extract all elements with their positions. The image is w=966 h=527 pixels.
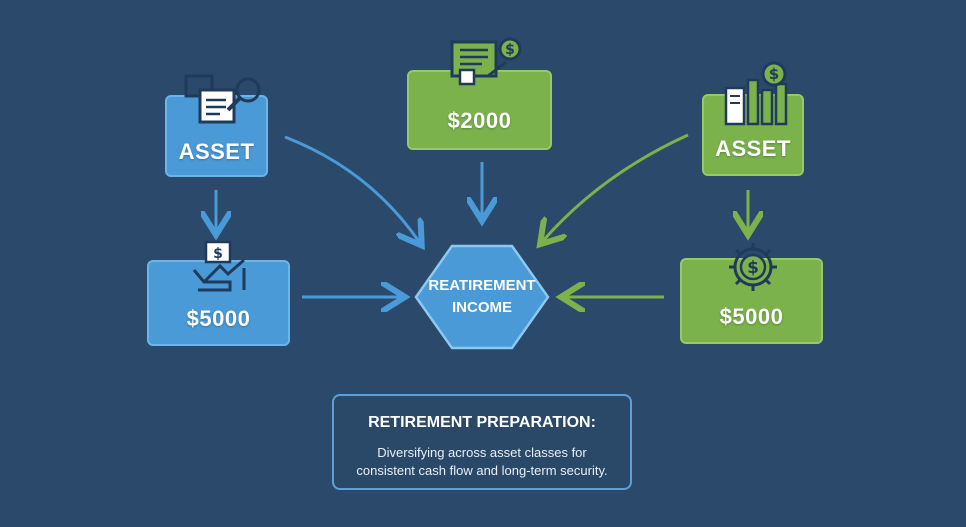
svg-text:$: $ (505, 42, 515, 58)
center-line1: REATIREMENT (428, 277, 536, 294)
arrow-asset-left-to-center (284, 135, 420, 243)
amount-left-label: $5000 (186, 306, 251, 331)
note-line1: Diversifying across asset classes for (377, 445, 587, 460)
note-line2: consistent cash flow and long-term secur… (356, 463, 608, 478)
top-amount-box[interactable]: $2000 (407, 70, 552, 150)
center-hexagon (414, 244, 550, 350)
bar-chart-dollar-icon: $ (724, 61, 788, 126)
center-node[interactable]: REATIREMENT INCOME (415, 246, 549, 348)
asset-left-label: ASSET (178, 139, 255, 164)
svg-text:$: $ (747, 258, 759, 278)
arrow-asset-right-to-center (542, 133, 689, 242)
document-wrench-icon (184, 74, 261, 124)
gear-dollar-icon: $ (729, 243, 777, 291)
checklist-dollar-icon: $ (450, 37, 522, 86)
note-description: Diversifying across asset classes for co… (334, 444, 630, 480)
amount-right-label: $5000 (719, 304, 784, 329)
svg-text:$: $ (213, 246, 223, 262)
top-amount-label: $2000 (447, 108, 512, 133)
asset-right-label: ASSET (715, 136, 791, 161)
svg-text:$: $ (769, 65, 779, 83)
center-line2: INCOME (452, 299, 512, 316)
hand-dollar-growth-icon: $ (192, 240, 246, 292)
note-title: RETIREMENT PREPARATION: (368, 414, 596, 431)
note-box: RETIREMENT PREPARATION: Diversifying acr… (332, 394, 632, 490)
